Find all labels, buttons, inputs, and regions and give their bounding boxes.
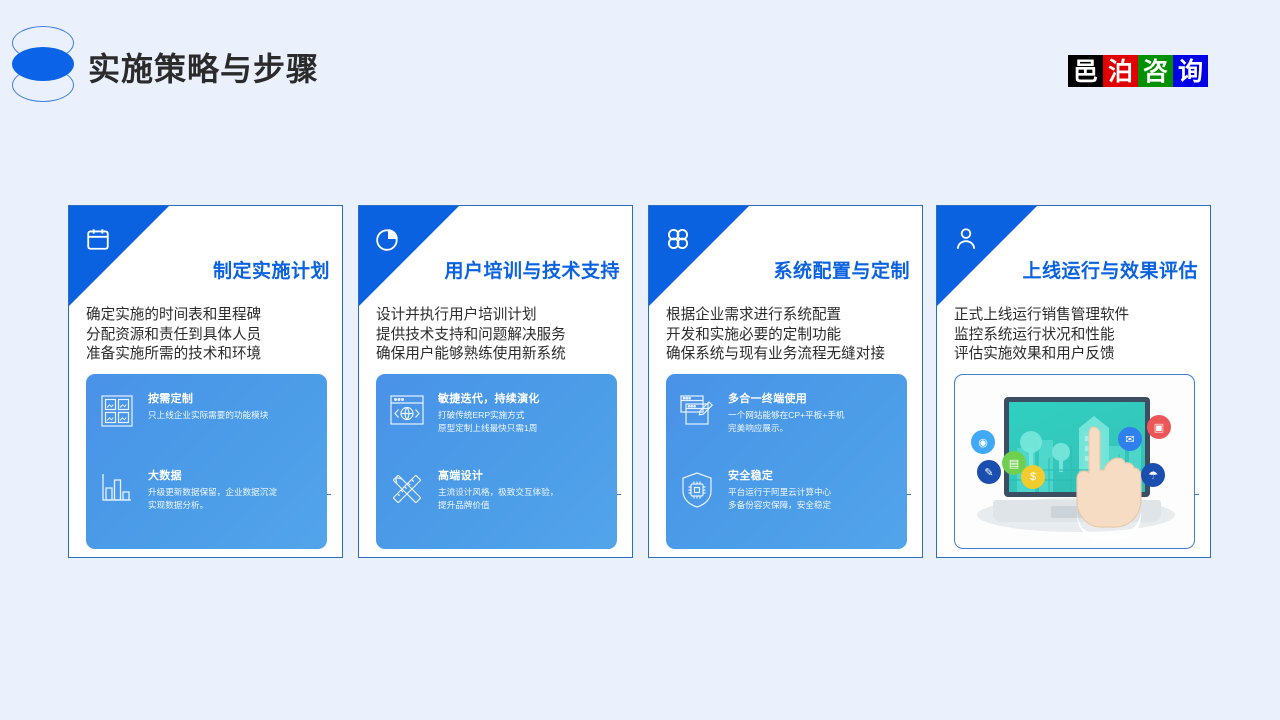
bullet-line: 开发和实施必要的定制功能: [666, 326, 842, 343]
promo-heading: 安全稳定: [728, 470, 774, 482]
bar-chart-icon: [86, 469, 148, 505]
step-cards-container: 制定实施计划 确定实施的时间表和里程碑 分配资源和责任到具体人员 准备实施所需的…: [68, 205, 1212, 560]
brand-char-4: 询: [1173, 55, 1208, 87]
app-bubble-umbrella-icon: ☂: [1141, 463, 1165, 487]
step-card-3[interactable]: 系统配置与定制 根据企业需求进行系统配置 开发和实施必要的定制功能 确保系统与现…: [648, 205, 923, 558]
pointing-hand-graphic: [1076, 426, 1142, 539]
brand-char-1: 邑: [1068, 55, 1103, 87]
step-card-1[interactable]: 制定实施计划 确定实施的时间表和里程碑 分配资源和责任到具体人员 准备实施所需的…: [68, 205, 343, 558]
promo-line: 主流设计风格，极致交互体验，: [438, 487, 559, 497]
promo-line: 只上线企业实际需要的功能模块: [148, 410, 269, 420]
promo-heading: 按需定制: [148, 393, 194, 405]
promo-row: 敏捷迭代，持续演化 打破传统ERP实施方式 原型定制上线最快只需1周: [376, 392, 617, 434]
app-bubble-chat-icon: ✉: [1118, 427, 1142, 451]
promo-row: 安全稳定 平台运行于阿里云计算中心 多备份容灾保障，安全稳定: [666, 469, 907, 511]
bullet-line: 确定实施的时间表和里程碑: [86, 307, 262, 323]
image-grid-icon: [86, 392, 148, 428]
page-title: 实施策略与步骤: [88, 51, 320, 87]
app-bubble-building-icon: ▣: [1147, 415, 1171, 439]
bullet-line: 评估实施效果和用户反馈: [954, 346, 1115, 362]
step-card-2[interactable]: 用户培训与技术支持 设计并执行用户培训计划 提供技术支持和问题解决服务 确保用户…: [358, 205, 633, 558]
shield-chip-icon: [666, 469, 728, 509]
promo-heading: 敏捷迭代，持续演化: [438, 393, 540, 405]
promo-heading: 高端设计: [438, 470, 484, 482]
brand-char-2: 泊: [1103, 55, 1138, 87]
promo-row: 高端设计 主流设计风格，极致交互体验， 提升品牌价值: [376, 469, 617, 511]
card-bullets: 根据企业需求进行系统配置 开发和实施必要的定制功能 确保系统与现有业务流程无缝对…: [666, 306, 916, 365]
laptop-touch-illustration: ◉ ✎ ▤ $ ✉ ▣ ☂: [954, 374, 1195, 549]
promo-panel: 多合一终端使用 一个网站能够在CP+平板+手机 完美响应展示。 安全稳定: [666, 374, 907, 549]
card-bullets: 正式上线运行销售管理软件 监控系统运行状况和性能 评估实施效果和用户反馈: [954, 306, 1204, 365]
promo-line: 一个网站能够在CP+平板+手机: [728, 410, 845, 420]
promo-heading: 大数据: [148, 470, 182, 482]
promo-line: 实现数据分析。: [148, 499, 209, 510]
pie-chart-icon: [375, 226, 401, 252]
bullet-line: 设计并执行用户培训计划: [376, 307, 537, 323]
page-header: 实施策略与步骤 邑 泊 咨 询: [0, 0, 1280, 130]
brand-char-3: 咨: [1138, 55, 1173, 87]
windows-pencil-icon: [666, 392, 728, 428]
bullet-line: 正式上线运行销售管理软件: [954, 307, 1130, 323]
promo-panel: 敏捷迭代，持续演化 打破传统ERP实施方式 原型定制上线最快只需1周: [376, 374, 617, 549]
card-corner-accent: [649, 206, 749, 306]
card-bullets: 确定实施的时间表和里程碑 分配资源和责任到具体人员 准备实施所需的技术和环境: [86, 306, 336, 365]
promo-text: 高端设计 主流设计风格，极致交互体验， 提升品牌价值: [438, 469, 566, 511]
card-title: 上线运行与效果评估: [1022, 261, 1198, 282]
bullet-line: 监控系统运行状况和性能: [954, 326, 1115, 343]
promo-text: 大数据 升级更新数据保留，企业数据沉淀 实现数据分析。: [148, 469, 285, 511]
card-corner-accent: [69, 206, 169, 306]
calendar-icon: [85, 226, 111, 252]
card-title: 用户培训与技术支持: [444, 261, 620, 282]
stacked-ellipses-logo-icon: [8, 26, 80, 102]
bullet-line: 提供技术支持和问题解决服务: [376, 326, 566, 343]
promo-text: 安全稳定 平台运行于阿里云计算中心 多备份容灾保障，安全稳定: [728, 469, 839, 511]
app-bubble-tag-icon: ✎: [977, 460, 1001, 484]
promo-heading: 多合一终端使用: [728, 393, 808, 405]
promo-row: 大数据 升级更新数据保留，企业数据沉淀 实现数据分析。: [86, 469, 327, 511]
bullet-line: 准备实施所需的技术和环境: [86, 346, 262, 362]
promo-line: 平台运行于阿里云计算中心: [728, 487, 832, 497]
bullet-line: 分配资源和责任到具体人员: [86, 326, 262, 343]
bullet-line: 确保系统与现有业务流程无缝对接: [666, 346, 885, 362]
promo-line: 提升品牌价值: [438, 499, 490, 510]
ruler-pencil-icon: [376, 469, 438, 507]
logo-ellipse-middle: [12, 47, 74, 81]
user-icon: [953, 226, 979, 252]
promo-text: 敏捷迭代，持续演化 打破传统ERP实施方式 原型定制上线最快只需1周: [438, 392, 548, 434]
brand-logo: 邑 泊 咨 询: [1068, 55, 1208, 87]
promo-text: 按需定制 只上线企业实际需要的功能模块: [148, 392, 276, 422]
promo-text: 多合一终端使用 一个网站能够在CP+平板+手机 完美响应展示。: [728, 392, 853, 434]
app-bubble-coin-icon: $: [1021, 465, 1045, 489]
card-bullets: 设计并执行用户培训计划 提供技术支持和问题解决服务 确保用户能够熟练使用新系统: [376, 306, 626, 365]
card-title: 系统配置与定制: [773, 261, 910, 282]
promo-line: 多备份容灾保障，安全稳定: [728, 499, 832, 510]
clover-icon: [665, 226, 691, 252]
promo-line: 原型定制上线最快只需1周: [438, 422, 538, 433]
promo-line: 打破传统ERP实施方式: [438, 410, 525, 420]
app-bubble-camera-icon: ◉: [971, 430, 995, 454]
app-bubble-book-icon: ▤: [1002, 451, 1026, 475]
promo-row: 多合一终端使用 一个网站能够在CP+平板+手机 完美响应展示。: [666, 392, 907, 434]
bullet-line: 确保用户能够熟练使用新系统: [376, 346, 566, 362]
promo-row: 按需定制 只上线企业实际需要的功能模块: [86, 392, 327, 428]
promo-line: 完美响应展示。: [728, 422, 789, 433]
browser-globe-icon: [376, 392, 438, 426]
promo-panel: 按需定制 只上线企业实际需要的功能模块 大数据 升级更新数据保留，企业数据沉淀: [86, 374, 327, 549]
bullet-line: 根据企业需求进行系统配置: [666, 307, 842, 323]
promo-line: 升级更新数据保留，企业数据沉淀: [148, 487, 277, 497]
step-card-4[interactable]: 上线运行与效果评估 正式上线运行销售管理软件 监控系统运行状况和性能 评估实施效…: [936, 205, 1211, 558]
card-title: 制定实施计划: [212, 261, 330, 282]
